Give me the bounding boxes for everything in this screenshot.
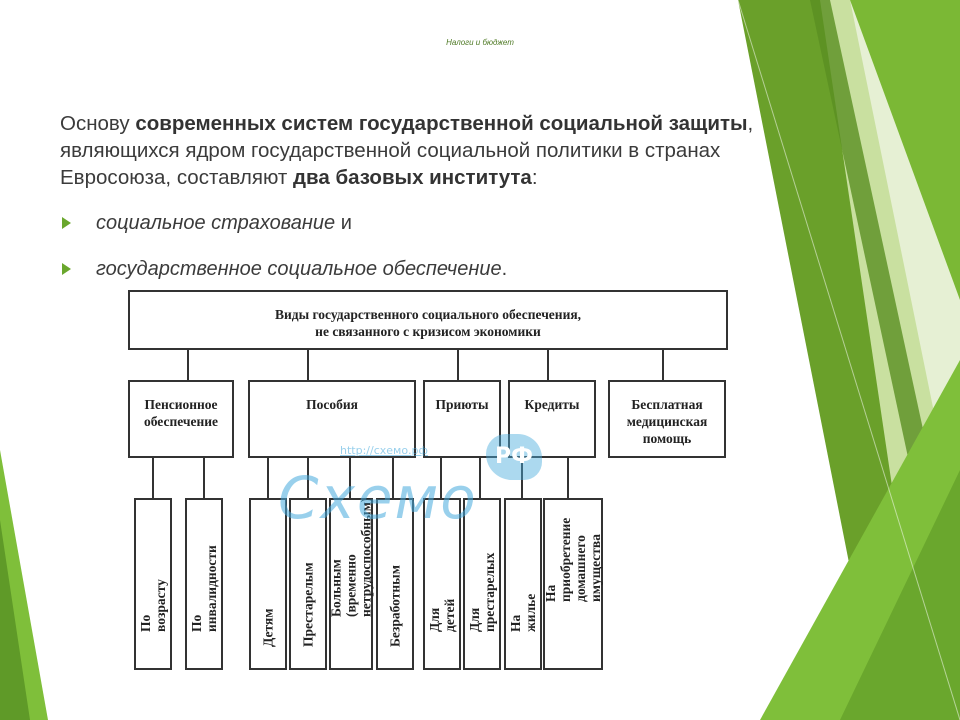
bullet-rest: .: [502, 258, 508, 280]
classification-diagram: Виды государственного социального обеспе…: [118, 284, 738, 684]
bullet-item: социальное страхование и: [60, 208, 780, 238]
category-label: Пособия: [250, 396, 414, 413]
watermark-badge: РФ: [486, 434, 542, 480]
intro-bold-1: современных систем государственной социа…: [135, 112, 747, 135]
category-label: Пенсионное обеспечение: [130, 396, 232, 430]
bullet-italic: социальное страхование: [96, 212, 335, 234]
bullet-rest: и: [335, 212, 352, 234]
category-pension: Пенсионное обеспечение: [128, 380, 234, 458]
intro-bold-2: два базовых института: [293, 166, 532, 189]
leaf-label: По инвалидности: [189, 545, 219, 632]
watermark-logo: Схемо: [278, 464, 478, 532]
leaf-label: Безработным: [388, 565, 403, 647]
leaf-by-age: По возрасту: [134, 498, 172, 670]
diagram-top-label: Виды государственного социального обеспе…: [130, 306, 726, 340]
watermark-url: http://схемо.рф: [340, 444, 428, 457]
leaf-label: На жилье: [508, 594, 538, 632]
leaf-by-disability: По инвалидности: [185, 498, 223, 670]
intro-paragraph: Основу современных систем государственно…: [60, 110, 780, 191]
leaf-label: По возрасту: [138, 579, 168, 632]
category-label: Бесплатная медицинская помощь: [610, 396, 724, 447]
category-medical: Бесплатная медицинская помощь: [608, 380, 726, 458]
category-label: Приюты: [425, 396, 499, 413]
header-title: Налоги и бюджет: [380, 38, 580, 47]
intro-text-3: :: [532, 166, 538, 189]
category-label: Кредиты: [510, 396, 594, 413]
bullet-triangle-icon: [62, 217, 71, 229]
leaf-label: Для престарелых: [467, 553, 497, 632]
leaf-label: Детям: [261, 609, 276, 647]
watermark: http://схемо.рф Схемо РФ: [268, 434, 568, 544]
diagram-top-box: Виды государственного социального обеспе…: [128, 290, 728, 350]
intro-text-1: Основу: [60, 112, 135, 135]
leaf-label: Престарелым: [301, 562, 316, 647]
bullet-item: государственное социальное обеспечение.: [60, 254, 780, 284]
leaf-label: Для детей: [427, 599, 457, 632]
bullet-triangle-icon: [62, 263, 71, 275]
bullet-italic: государственное социальное обеспечение: [96, 258, 502, 280]
